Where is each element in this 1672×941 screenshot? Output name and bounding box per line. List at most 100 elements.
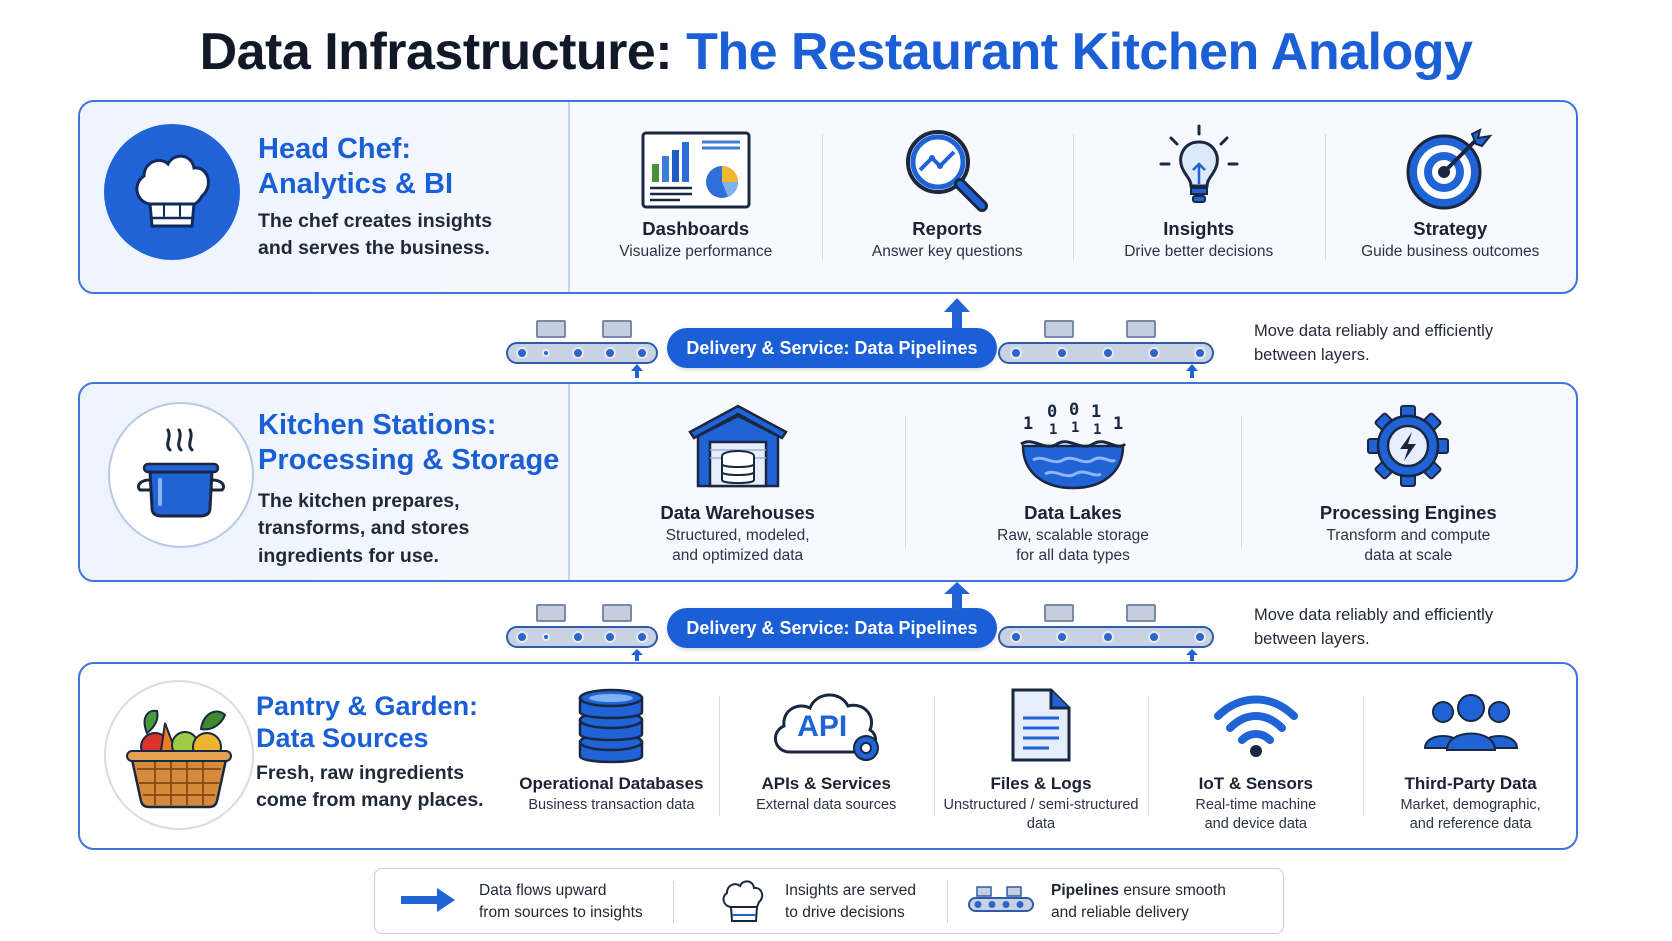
data-sources-items: Operational Databases Business transacti… (504, 664, 1576, 848)
legend-insights-bold: Insights are served (785, 882, 916, 900)
processing-heading-2: Processing & Storage (258, 443, 560, 476)
item-name: IoT & Sensors (1198, 774, 1313, 793)
analytics-items: Dashboards Visualize performance Reports… (570, 102, 1576, 292)
item-sub-line2: and optimized data (672, 547, 804, 565)
legend: Data flows upward from sources to insigh… (374, 868, 1284, 934)
processing-heading-1: Kitchen Stations: (258, 409, 497, 441)
item-sub: Drive better decisions (1124, 243, 1274, 260)
item-name: Operational Databases (519, 774, 704, 793)
item-name: Processing Engines (1319, 502, 1497, 523)
pipeline-note-line2: between layers. (1254, 629, 1370, 648)
data-lake-icon: 1 0 1 0 1 1 1 1 (1011, 398, 1135, 490)
small-up-arrow-icon (1186, 648, 1198, 666)
pipeline-label: Delivery & Service: Data Pipelines (667, 608, 997, 648)
magnifier-chart-icon (902, 126, 992, 217)
binary-digit: 1 (1022, 414, 1034, 434)
binary-digit: 1 (1112, 414, 1124, 434)
conveyor-belt-left (506, 342, 658, 364)
item-insights: Insights Drive better decisions (1073, 102, 1325, 292)
wifi-icon (1213, 692, 1298, 763)
item-sub: Guide business outcomes (1361, 243, 1540, 260)
crate-icon (1126, 604, 1156, 622)
pipeline-note-line2: between layers. (1254, 345, 1370, 364)
binary-digit: 0 (1046, 402, 1058, 422)
binary-digit: 1 (1048, 422, 1058, 438)
crate-icon (1044, 604, 1074, 622)
pipeline-note-line1: Move data reliably and efficiently (1254, 606, 1494, 624)
legend-item-flow: Data flows upward from sources to insigh… (399, 869, 659, 935)
sources-desc-1: Fresh, raw ingredients (256, 762, 465, 784)
item-name: Third-Party Data (1404, 774, 1537, 793)
item-sub: Unstructured / semi-structured data (940, 796, 1143, 834)
target-icon (1406, 128, 1494, 217)
lightbulb-icon (1159, 124, 1239, 213)
item-sub-line2: and reference data (1409, 815, 1532, 832)
analytics-desc-1: The chef creates insights (258, 210, 493, 232)
sources-desc-2: come from many places. (256, 789, 484, 812)
item-name: Data Warehouses (660, 502, 815, 523)
item-iot-sensors: IoT & Sensors Real-time machine and devi… (1148, 664, 1363, 848)
legend-pipelines-bold: Pipelines (1051, 882, 1120, 900)
item-processing-engines: Processing Engines Transform and compute… (1240, 384, 1576, 580)
item-sub: Real-time machine and device data (1154, 796, 1357, 834)
arrow-right-icon (399, 886, 457, 919)
item-sub: Raw, scalable storage for all data types (911, 526, 1234, 566)
analytics-heading-1: Head Chef: (258, 133, 412, 165)
dashboard-icon (640, 130, 752, 215)
page-title: Data Infrastructure: The Restaurant Kitc… (0, 22, 1672, 82)
item-data-lakes: 1 0 1 0 1 1 1 1 Data Lakes Raw, scalable… (905, 384, 1240, 580)
crate-icon (1126, 320, 1156, 338)
legend-item-insights: Insights are served to drive decisions (717, 869, 937, 935)
database-icon (576, 686, 646, 771)
item-name: APIs & Services (761, 774, 891, 793)
processing-desc-2: transforms, and stores (258, 517, 470, 540)
processing-desc-1: The kitchen prepares, (258, 490, 460, 512)
gear-bolt-icon (1366, 404, 1450, 493)
item-data-warehouses: Data Warehouses Structured, modeled, and… (570, 384, 905, 580)
pipeline-row-upper: Delivery & Service: Data Pipelines Move … (0, 298, 1672, 378)
item-name: Data Lakes (1024, 502, 1122, 523)
analytics-heading-2: Analytics & BI (258, 167, 453, 200)
item-sub: Transform and compute data at scale (1247, 526, 1570, 566)
chef-hat-icon (717, 875, 769, 930)
legend-flow-rest: from sources to insights (479, 904, 643, 921)
conveyor-icon (967, 885, 1035, 920)
legend-flow-bold: Data flows upward (479, 882, 607, 900)
crate-icon (602, 320, 632, 338)
item-sub-line1: Market, demographic, (1400, 797, 1541, 813)
item-sub: Market, demographic, and reference data (1369, 796, 1572, 834)
analytics-desc-2: and serves the business. (258, 237, 490, 260)
vegetable-basket-icon (104, 680, 254, 830)
binary-digit: 1 (1090, 402, 1102, 422)
api-badge-text: API (797, 710, 848, 743)
pipeline-row-lower: Delivery & Service: Data Pipelines Move … (0, 582, 1672, 661)
crate-icon (536, 604, 566, 622)
item-name: Dashboards (642, 218, 750, 239)
item-sub-line1: Real-time machine (1195, 797, 1317, 813)
legend-item-pipelines: Pipelines ensure smooth and reliable del… (967, 869, 1267, 935)
pipeline-note: Move data reliably and efficiently betwe… (1254, 604, 1493, 652)
item-sub: Structured, modeled, and optimized data (576, 526, 899, 566)
legend-pipelines-inline: ensure smooth (1119, 882, 1226, 900)
people-icon (1421, 692, 1521, 757)
sources-heading-1: Pantry & Garden: (256, 691, 479, 721)
pipeline-label: Delivery & Service: Data Pipelines (667, 328, 997, 368)
pipeline-note-line1: Move data reliably and efficiently (1254, 322, 1494, 340)
item-name: Files & Logs (990, 774, 1092, 793)
binary-digits: 1 0 1 0 1 1 1 1 (1011, 398, 1135, 442)
up-arrow-icon (940, 580, 974, 615)
item-sub: Business transaction data (510, 796, 713, 815)
small-up-arrow-icon (1186, 364, 1198, 383)
processing-items: Data Warehouses Structured, modeled, and… (570, 384, 1576, 580)
legend-insights-rest: to drive decisions (785, 904, 905, 921)
legend-pipelines-rest: and reliable delivery (1051, 904, 1189, 921)
item-sub-line1: Business transaction data (528, 797, 695, 813)
crate-icon (536, 320, 566, 338)
item-sub-line1: Transform and compute (1326, 527, 1491, 544)
sources-heading-2: Data Sources (256, 723, 429, 754)
document-icon (1009, 686, 1073, 769)
cooking-pot-icon (108, 402, 254, 548)
item-sub: Visualize performance (619, 243, 773, 260)
item-name: Strategy (1413, 218, 1488, 239)
up-arrow-icon (940, 296, 974, 335)
